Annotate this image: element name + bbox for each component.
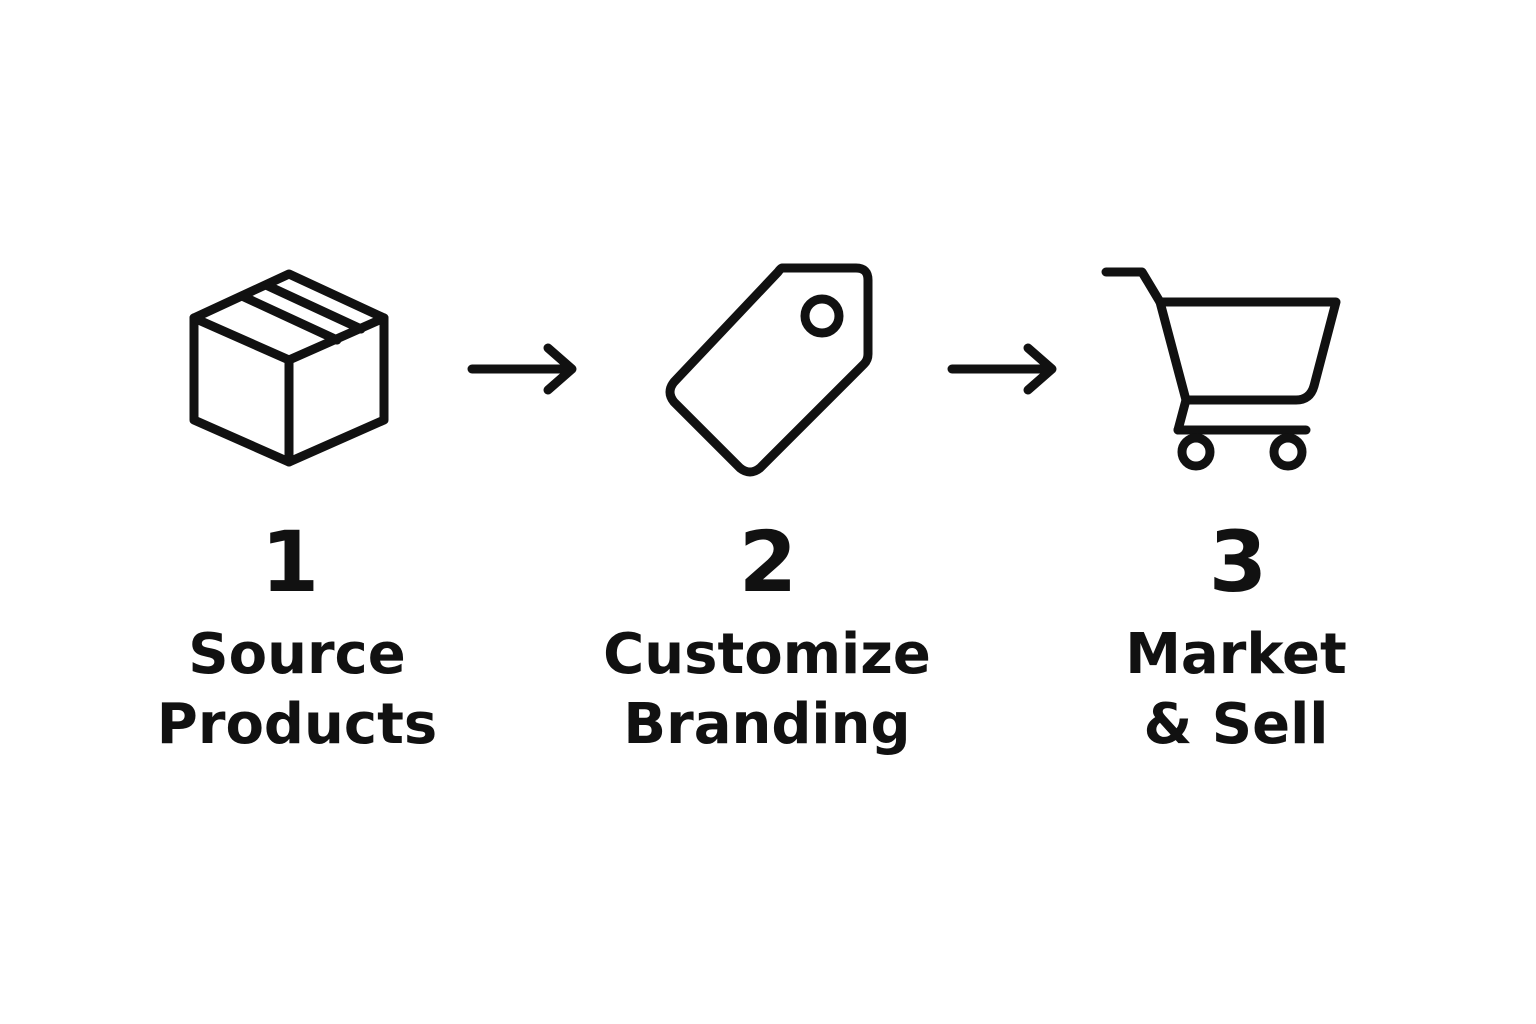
step-label-line: Branding	[623, 692, 911, 757]
step-number: 1	[260, 513, 320, 611]
step-label-line: Products	[156, 692, 438, 757]
step-label-line: Source	[188, 622, 406, 687]
shopping-cart-icon	[1101, 267, 1341, 471]
step-label-source-products: Source Products	[97, 620, 497, 760]
step-label-customize-branding: Customize Branding	[567, 620, 967, 760]
step-number: 2	[738, 513, 798, 611]
tag-icon	[665, 263, 873, 477]
step-label-line: & Sell	[1143, 692, 1329, 757]
step-label-market-sell: Market & Sell	[1036, 620, 1436, 760]
arrow-right-icon	[467, 343, 577, 395]
box-icon	[189, 269, 389, 467]
step-number: 3	[1208, 513, 1268, 611]
step-label-line: Customize	[603, 622, 931, 687]
arrow-right-icon	[947, 343, 1057, 395]
step-label-line: Market	[1125, 622, 1347, 687]
